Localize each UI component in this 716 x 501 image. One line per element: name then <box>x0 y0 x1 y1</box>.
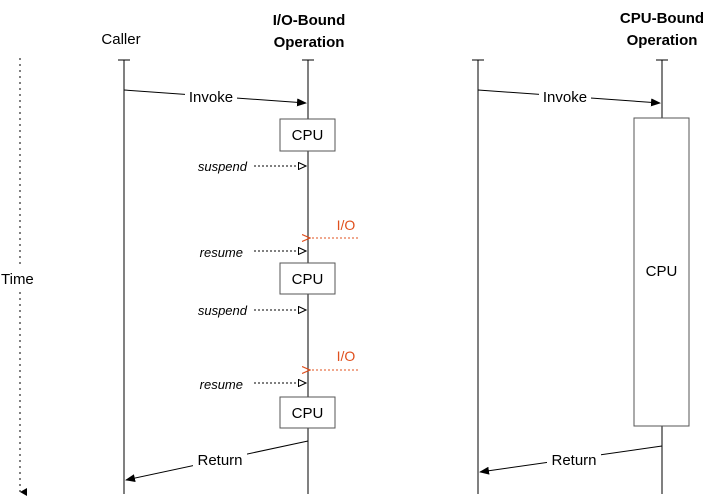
cpu-invoke-label: Invoke <box>543 89 587 106</box>
io-signal-label-2: I/O <box>337 348 356 364</box>
caller-header: Caller <box>101 31 140 48</box>
io-cpu-block-2 <box>279 262 336 295</box>
io-invoke-label: Invoke <box>189 89 233 106</box>
caller-lifeline <box>118 59 130 494</box>
cpu-bound-block <box>633 117 690 427</box>
io-cpu-block-1 <box>279 118 336 152</box>
time-label-bg <box>0 266 40 288</box>
io-cpu-block-2-label: CPU <box>292 271 324 288</box>
io-cpu-block-3 <box>279 396 336 429</box>
io-return-label: Return <box>197 452 242 469</box>
suspend-label-1: suspend <box>198 159 248 174</box>
resume-label-1: resume <box>200 245 243 260</box>
io-signal-label-1: I/O <box>337 217 356 233</box>
cpu-bound-block-label: CPU <box>646 263 678 280</box>
io-bound-header-line1: I/O-Bound <box>273 12 345 29</box>
time-label: Time <box>1 271 34 288</box>
io-return-label-bg <box>193 450 247 470</box>
suspend-label-2: suspend <box>198 303 248 318</box>
io-invoke-label-bg <box>185 86 237 106</box>
io-cpu-block-1-label: CPU <box>292 127 324 144</box>
cpu-bound-header-line2: Operation <box>627 32 698 49</box>
cpu-invoke-label-bg <box>539 86 591 106</box>
caller2-lifeline <box>472 59 484 494</box>
cpu-return-label: Return <box>551 452 596 469</box>
io-bound-header-line2: Operation <box>274 34 345 51</box>
cpu-return-label-bg <box>547 450 601 470</box>
cpu-bound-header-line1: CPU-Bound <box>620 10 704 27</box>
io-cpu-block-3-label: CPU <box>292 405 324 422</box>
resume-label-2: resume <box>200 377 243 392</box>
